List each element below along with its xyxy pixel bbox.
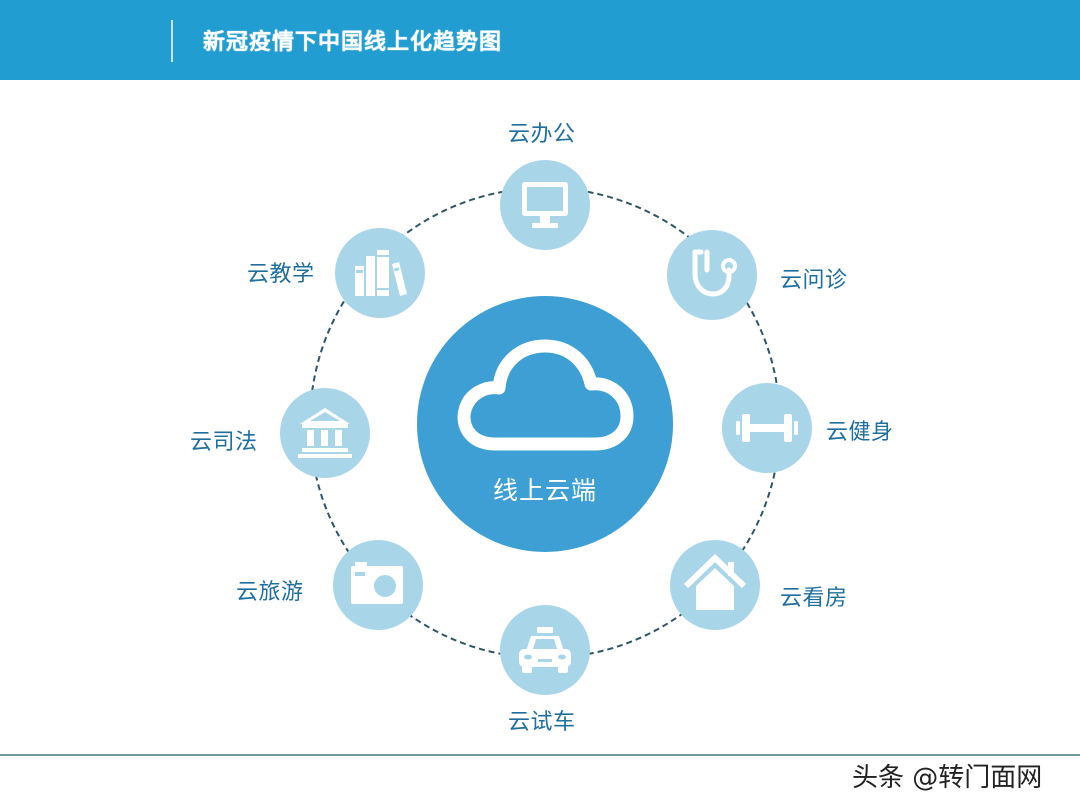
node-cloud-teaching	[335, 228, 425, 318]
cloud-icon	[457, 339, 634, 451]
monitor-icon	[522, 182, 568, 228]
node-label-judiciary: 云司法	[190, 430, 258, 455]
node-cloud-office	[500, 160, 590, 250]
node-cloud-judiciary	[280, 388, 370, 478]
books-icon	[355, 250, 407, 296]
header-bar: 新冠疫情下中国线上化趋势图	[0, 0, 1080, 80]
node-cloud-house-viewing	[670, 540, 760, 630]
page-title: 新冠疫情下中国线上化趋势图	[203, 30, 503, 55]
dumbbell-icon	[736, 414, 798, 442]
node-label-test-drive: 云试车	[508, 710, 576, 735]
stethoscope-icon	[692, 249, 737, 297]
camera-icon	[351, 562, 403, 604]
node-label-teaching: 云教学	[247, 262, 315, 287]
node-cloud-test-drive	[500, 605, 590, 695]
node-label-consultation: 云问诊	[780, 268, 848, 293]
center-circle: 线上云端	[417, 296, 673, 552]
house-icon	[683, 553, 747, 610]
watermark: 头条 @转门面网	[852, 763, 1043, 793]
node-cloud-fitness	[722, 383, 812, 473]
node-label-fitness: 云健身	[826, 420, 894, 445]
footer-divider	[0, 754, 1080, 756]
car-icon	[519, 627, 571, 673]
header-divider	[171, 20, 173, 62]
node-cloud-travel	[333, 540, 423, 630]
node-cloud-consultation	[667, 230, 757, 320]
center-label: 线上云端	[492, 476, 597, 505]
node-label-office: 云办公	[508, 122, 576, 147]
node-label-travel: 云旅游	[236, 580, 304, 605]
node-label-house-viewing: 云看房	[780, 586, 848, 611]
courthouse-icon	[298, 408, 352, 458]
